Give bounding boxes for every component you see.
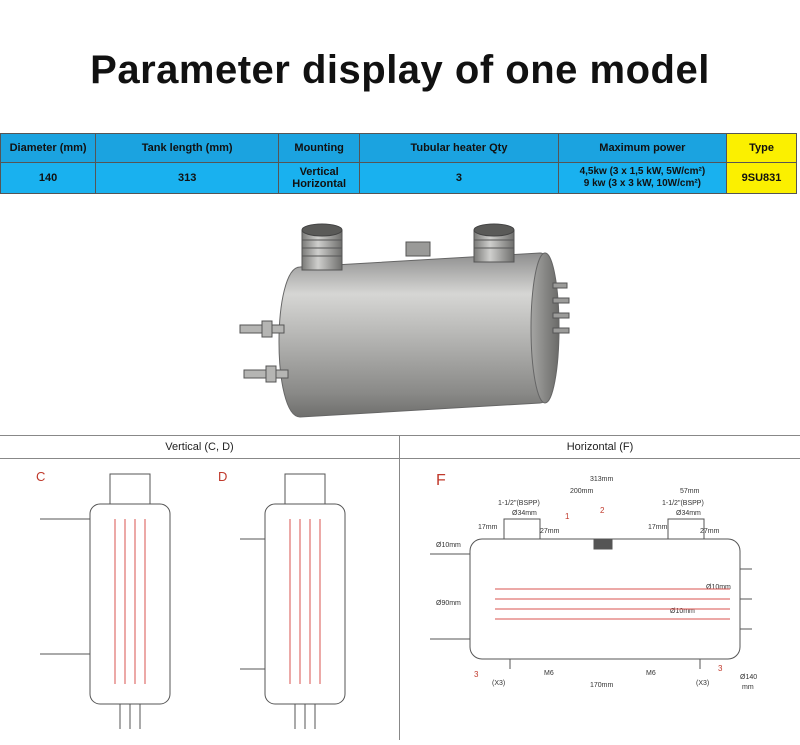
dim-d140: Ø140 <box>740 674 757 681</box>
dim-right-27: 27mm <box>700 528 720 535</box>
callout-3-left: 3 <box>474 670 479 679</box>
header-diameter: Diameter (mm) <box>0 133 97 163</box>
port-right: Ø34mm <box>676 510 701 517</box>
header-max-power: Maximum power <box>557 133 728 163</box>
dim-d10c: Ø10mm <box>670 608 695 615</box>
dim-inner: 200mm <box>570 488 594 495</box>
table-row: 140 313 Vertical Horizontal 3 4,5kw (3 x… <box>0 162 797 194</box>
label-f: F <box>436 472 446 489</box>
header-type: Type <box>726 133 797 163</box>
spec-table: Diameter (mm) Tank length (mm) Mounting … <box>0 133 797 194</box>
dim-d10b: Ø10mm <box>706 584 731 591</box>
cell-tank-length: 313 <box>95 162 280 194</box>
label-c: C <box>36 469 45 484</box>
drawings-divider <box>399 436 400 740</box>
callout-3-right: 3 <box>718 664 723 673</box>
dim-d90: Ø90mm <box>436 600 461 607</box>
mounting-vertical: Vertical <box>299 166 339 178</box>
dim-left-17: 17mm <box>478 524 498 531</box>
tank-drawing-c <box>40 473 171 729</box>
dim-mm: mm <box>742 684 754 691</box>
horizontal-diagram: F 313mm 200mm 57mm 1-1/2"(BSPP) 1-1/2"(B… <box>430 472 757 691</box>
horizontal-drawing: F 313mm 200mm 57mm 1-1/2"(BSPP) 1-1/2"(B… <box>400 459 800 740</box>
x3-right: (X3) <box>696 680 709 687</box>
mounting-horizontal: Horizontal <box>292 178 347 190</box>
label-d: D <box>218 469 227 484</box>
header-heater-qty: Tubular heater Qty <box>359 133 559 163</box>
thread-right: 1-1/2"(BSPP) <box>662 500 704 507</box>
power-line-2: 9 kw (3 x 3 kW, 10W/cm²) <box>583 178 701 189</box>
cell-heater-qty: 3 <box>359 162 559 194</box>
horizontal-drawings-header: Horizontal (F) <box>400 436 800 459</box>
header-tank-length: Tank length (mm) <box>95 133 280 163</box>
cell-mounting: Vertical Horizontal <box>278 162 361 194</box>
m6-left: M6 <box>544 670 554 677</box>
table-header-row: Diameter (mm) Tank length (mm) Mounting … <box>0 133 797 163</box>
dim-right-17: 17mm <box>648 524 668 531</box>
header-mounting: Mounting <box>278 133 361 163</box>
dim-right: 57mm <box>680 488 700 495</box>
page-title: Parameter display of one model <box>90 48 710 92</box>
dim-overall: 313mm <box>590 476 614 483</box>
cell-diameter: 140 <box>0 162 97 194</box>
cell-max-power: 4,5kw (3 x 1,5 kW, 5W/cm²) 9 kw (3 x 3 k… <box>557 162 728 194</box>
vertical-drawings: C D <box>0 459 399 740</box>
dim-left-27: 27mm <box>540 528 560 535</box>
product-photo <box>0 195 800 436</box>
callout-2: 2 <box>600 506 605 515</box>
x3-left: (X3) <box>492 680 505 687</box>
cell-type: 9SU831 <box>726 162 797 194</box>
dim-d10: Ø10mm <box>436 542 461 549</box>
tank-drawing-f <box>430 518 752 669</box>
port-left: Ø34mm <box>512 510 537 517</box>
vertical-drawings-header: Vertical (C, D) <box>0 436 399 459</box>
vertical-diagram: C D <box>36 469 346 729</box>
dim-base: 170mm <box>590 682 614 689</box>
power-line-1: 4,5kw (3 x 1,5 kW, 5W/cm²) <box>579 166 706 177</box>
callout-1: 1 <box>565 512 570 521</box>
heat-exchanger-image <box>239 223 570 418</box>
m6-right: M6 <box>646 670 656 677</box>
tank-drawing-d <box>240 473 346 729</box>
thread-left: 1-1/2"(BSPP) <box>498 500 540 507</box>
